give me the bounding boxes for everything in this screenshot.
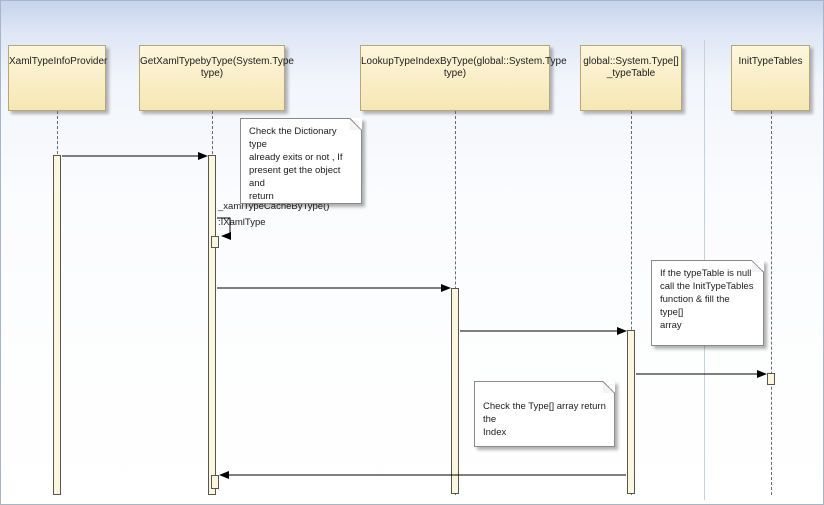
lifeline-title-line-1: XamlTypeInfoProvider xyxy=(9,56,108,67)
note-line: Check the Dictionary type xyxy=(249,126,337,150)
activation-init-type-tables[interactable] xyxy=(767,373,775,385)
note-line: Index xyxy=(483,427,507,438)
note-line: Check the Type[] array return the xyxy=(483,401,606,425)
note-type-table-null[interactable]: If the typeTable is null call the InitTy… xyxy=(651,260,764,346)
note-line: function & fill the type[] xyxy=(660,294,730,318)
note-line: already exits or not , If xyxy=(249,152,343,163)
activation-return[interactable] xyxy=(211,475,219,489)
lifeline-head-get-xaml-type-by-type[interactable]: GetXamlTypebyType(System.Type type) xyxy=(139,45,294,111)
note-fold-icon xyxy=(603,381,615,393)
lifeline-title-line-2: type) xyxy=(443,68,467,79)
note-line: array xyxy=(660,320,682,331)
activation-type-table[interactable] xyxy=(627,330,635,494)
note-fold-icon xyxy=(752,260,764,272)
activation-get-xaml-type-by-type[interactable] xyxy=(208,155,216,495)
note-line: return xyxy=(249,191,274,202)
note-dictionary-check[interactable]: Check the Dictionary type already exits … xyxy=(240,118,362,204)
activation-self-call[interactable] xyxy=(211,236,219,248)
lifeline-title-line-1: global::System.Type[] xyxy=(583,56,679,67)
lifeline-head-type-table[interactable]: global::System.Type[] _typeTable xyxy=(580,45,682,111)
activation-lookup-type-index-by-type[interactable] xyxy=(451,288,459,494)
lifeline-title-line-1: LookupTypeIndexByType(global::System.Typ… xyxy=(361,56,567,67)
message-self-call-cache[interactable] xyxy=(217,217,231,240)
note-line: call the InitTypeTables xyxy=(660,281,754,292)
label-self-call: _xamlTypeCacheByType() xyxy=(218,201,330,212)
lifeline-head-lookup-type-index-by-type[interactable]: LookupTypeIndexByType(global::System.Typ… xyxy=(360,45,567,111)
label-self-return: :IXamlType xyxy=(218,217,266,228)
lifeline-line-init-type-tables xyxy=(771,111,772,495)
note-fold-icon xyxy=(350,118,362,130)
note-line: If the typeTable is null xyxy=(660,268,752,279)
note-line: present get the object and xyxy=(249,165,341,189)
lifeline-title-line-2: _typeTable xyxy=(606,68,656,79)
activation-xaml-type-info-provider[interactable] xyxy=(53,155,61,495)
lifeline-title-line-1: GetXamlTypebyType(System.Type xyxy=(140,56,294,67)
lifeline-head-init-type-tables[interactable]: InitTypeTables xyxy=(731,45,810,111)
lifeline-title-line-1: InitTypeTables xyxy=(738,56,803,67)
lifeline-line-type-table xyxy=(631,111,632,495)
lifeline-title-line-2: type) xyxy=(200,68,224,79)
lifeline-head-xaml-type-info-provider[interactable]: XamlTypeInfoProvider xyxy=(8,45,108,111)
note-return-index[interactable]: Check the Type[] array return the Index xyxy=(474,381,615,447)
